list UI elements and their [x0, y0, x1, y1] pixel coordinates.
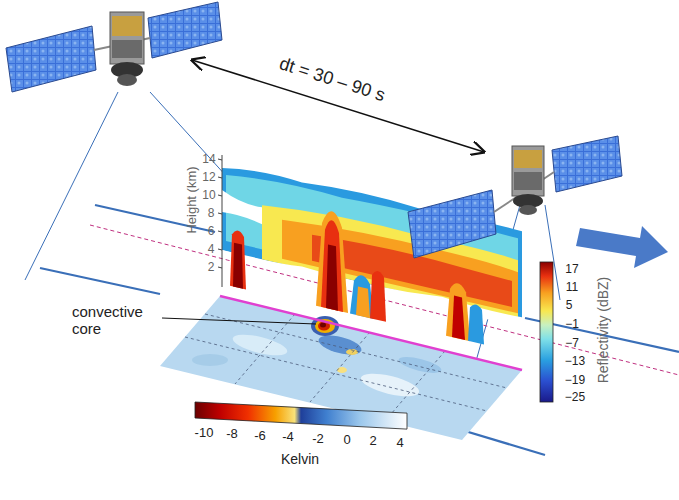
tick-label: -8	[226, 427, 238, 441]
tick-label: −13	[565, 355, 585, 368]
colorbar-title: Reflectivity (dBZ)	[596, 277, 611, 384]
tick-label: 17	[565, 263, 578, 276]
tick-label: −7	[565, 337, 579, 350]
leader-line	[162, 318, 316, 324]
radar-curtain	[218, 154, 522, 356]
callout-label: convective core	[72, 304, 158, 337]
tick-label: 10	[202, 189, 215, 202]
kelvin-colorbar	[195, 402, 407, 429]
tick-label: −25	[565, 391, 585, 404]
tick-label: 2	[369, 434, 376, 448]
reflectivity-colorbar	[540, 262, 553, 402]
tick-label: -2	[312, 432, 324, 446]
motion-arrow	[576, 226, 668, 268]
tick-label: 4	[208, 243, 215, 256]
tick-label: 0	[343, 433, 350, 447]
satellite	[6, 2, 222, 92]
tick-label: -6	[254, 429, 266, 443]
view-lines	[25, 92, 679, 455]
tick-label: -4	[282, 430, 294, 444]
satellite	[408, 136, 622, 258]
colorbar-title: Kelvin	[281, 452, 319, 467]
tick-label: 2	[208, 261, 215, 274]
tick-label: 8	[208, 207, 215, 220]
tick-label: 6	[208, 225, 215, 238]
axis-title: Height (km)	[185, 166, 199, 233]
tick-label: 12	[202, 171, 215, 184]
interval-label: dt = 30 – 90 s	[277, 54, 387, 106]
tick-label: −1	[565, 318, 579, 331]
tick-label: 4	[396, 436, 403, 450]
tick-label: −19	[565, 374, 585, 387]
tick-label: -10	[195, 426, 214, 440]
tick-label: 5	[566, 299, 573, 312]
tick-label: 11	[566, 281, 578, 294]
tick-label: 14	[202, 153, 215, 166]
